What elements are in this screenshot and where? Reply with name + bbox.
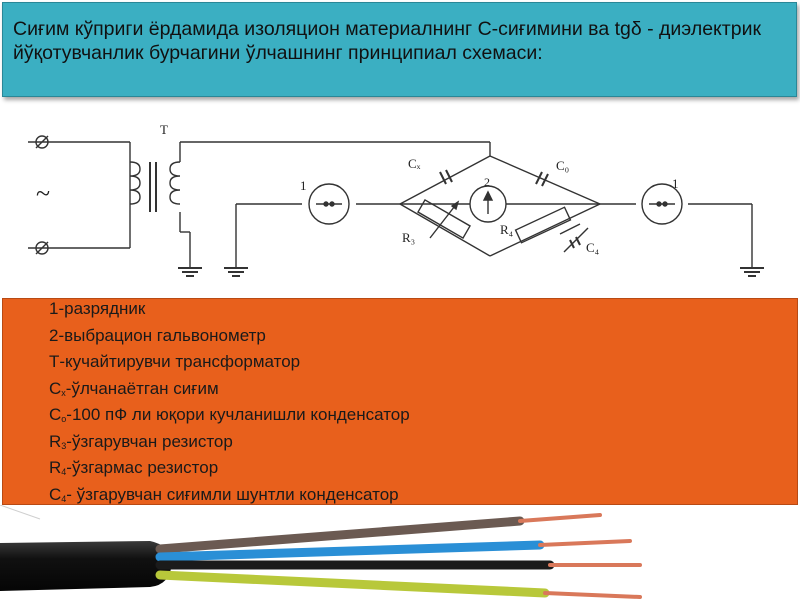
capacitor-c4: [559, 223, 589, 253]
legend-item: 2-выбрацион гальвонометр: [49, 325, 266, 345]
resistor-r4: [514, 206, 572, 244]
arrester-1-left: [308, 183, 350, 225]
ground-symbol-left: [224, 267, 248, 277]
wire-blue-copper: [538, 539, 632, 547]
wire-blue: [155, 540, 545, 562]
label-c0: C₀: [556, 158, 569, 173]
capacitor-cx: [439, 169, 453, 185]
legend-list: 1-разрядник 2-выбрацион гальвонометр Т-к…: [49, 299, 410, 511]
label-c4: C₄: [586, 240, 600, 255]
cable-photo-illustration: [0, 505, 642, 599]
cable-outer-sheath: [0, 541, 172, 591]
title-banner: Сиғим кўприги ёрдамида изоляцион материа…: [2, 2, 797, 97]
wire-brown-copper: [518, 513, 602, 523]
label-r3: R₃: [402, 230, 415, 245]
legend-item: 1-разрядник: [49, 299, 146, 318]
ground-symbol-right: [740, 267, 764, 277]
input-terminal-bottom: [35, 241, 49, 255]
label-r4: R₄: [500, 222, 514, 237]
capacitor-c0: [535, 171, 549, 187]
slide-title: Сиғим кўприги ёрдамида изоляцион материа…: [13, 18, 761, 64]
label-ac-source: ~: [36, 179, 50, 208]
galvanometer-2-symbol: [469, 185, 507, 223]
transformer-primary-coil: [129, 161, 141, 205]
legend-panel: 1-разрядник 2-выбрацион гальвонометр Т-к…: [2, 298, 798, 505]
arrester-1-right: [641, 183, 683, 225]
label-transformer: T: [160, 122, 168, 137]
legend-item: R4-ўзгармас резистор: [49, 458, 219, 477]
legend-item: R3-ўзгарувчан резистор: [49, 431, 233, 451]
legend-item: Т-кучайтирувчи трансформатор: [49, 352, 301, 371]
wire-brown: [155, 516, 525, 554]
wire-yellow-green: [155, 570, 550, 598]
ground-symbol-transformer: [178, 267, 202, 277]
label-arrester-right: 1: [672, 176, 679, 191]
legend-item: Сх-ўлчанаётган сиғим: [49, 378, 219, 398]
transformer-secondary-coil: [169, 161, 181, 205]
bridge-circuit-diagram: T ~ 1 2 1 Cₓ C₀ R₃ R₄ C₄: [28, 122, 764, 277]
wire-yellow-green-copper: [543, 591, 642, 599]
label-galvanometer: 2: [484, 175, 490, 189]
label-arrester-left: 1: [300, 178, 307, 193]
label-cx: Cₓ: [408, 156, 421, 171]
legend-item: Со-100 пФ ли юқори кучланишли конденсато…: [49, 405, 410, 424]
legend-item: С4- ўзгарувчан сиғимли шунтли конденсато…: [49, 484, 399, 504]
input-terminal-top: [35, 135, 49, 149]
